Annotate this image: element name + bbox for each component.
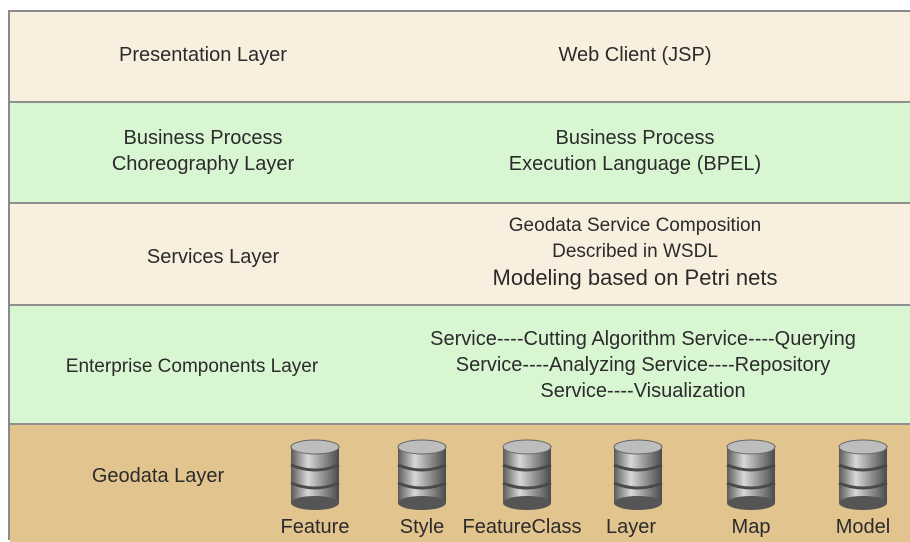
content-line: Business Process: [555, 127, 715, 149]
database-icon-svg: [726, 439, 776, 510]
database-icon-svg: [290, 439, 340, 510]
database-icon: [723, 439, 779, 511]
content-line: Geodata Service Composition: [508, 215, 762, 236]
database-label: FeatureClass: [462, 516, 582, 538]
content-line: Service----Visualization: [540, 380, 746, 402]
layer-label-services: Services Layer: [146, 246, 280, 268]
database-label: Layer: [605, 516, 657, 538]
layer-label-presentation: Presentation Layer: [119, 44, 287, 66]
database-label: Style: [399, 516, 445, 538]
database-icon-svg: [397, 439, 447, 510]
label-line: Choreography Layer: [111, 153, 295, 175]
database-icon: [394, 439, 450, 511]
database-icon-svg: [502, 439, 552, 510]
enterprise-components-layer: Enterprise Components Layer Service----C…: [10, 306, 910, 425]
business-process-content: Business Process Execution Language (BPE…: [509, 125, 761, 177]
services-content: Geodata Service Composition Described in…: [493, 213, 778, 291]
database-icon: [610, 439, 666, 511]
database-icon-svg: [613, 439, 663, 510]
content-line: Service----Cutting Algorithm Service----…: [430, 328, 856, 350]
geodata-layer: Geodata Layer Feature: [10, 425, 910, 542]
database-icon: [499, 439, 555, 511]
layer-label-business-process: Business Process Choreography Layer: [112, 125, 294, 177]
content-line: Web Client (JSP): [558, 44, 712, 66]
layer-label-geodata: Geodata Layer: [91, 465, 225, 487]
database-icon: [287, 439, 343, 511]
architecture-stack: Presentation Layer Web Client (JSP) Busi…: [8, 10, 910, 542]
content-line: Execution Language (BPEL): [508, 153, 762, 175]
presentation-layer: Presentation Layer Web Client (JSP): [10, 12, 910, 103]
enterprise-content: Service----Cutting Algorithm Service----…: [430, 326, 856, 404]
database-icon: [835, 439, 891, 511]
database-label: Feature: [280, 516, 350, 538]
database-label: Model: [835, 516, 891, 538]
label-line: Business Process: [123, 127, 283, 149]
database-label: Map: [731, 516, 771, 538]
business-process-layer: Business Process Choreography Layer Busi…: [10, 103, 910, 204]
content-line: Described in WSDL: [552, 241, 718, 262]
presentation-content: Web Client (JSP): [558, 42, 711, 68]
content-line: Modeling based on Petri nets: [492, 265, 778, 290]
layer-label-enterprise: Enterprise Components Layer: [65, 356, 319, 377]
database-icon-svg: [838, 439, 888, 510]
content-line: Service----Analyzing Service----Reposito…: [455, 354, 831, 376]
services-layer: Services Layer Geodata Service Compositi…: [10, 204, 910, 306]
